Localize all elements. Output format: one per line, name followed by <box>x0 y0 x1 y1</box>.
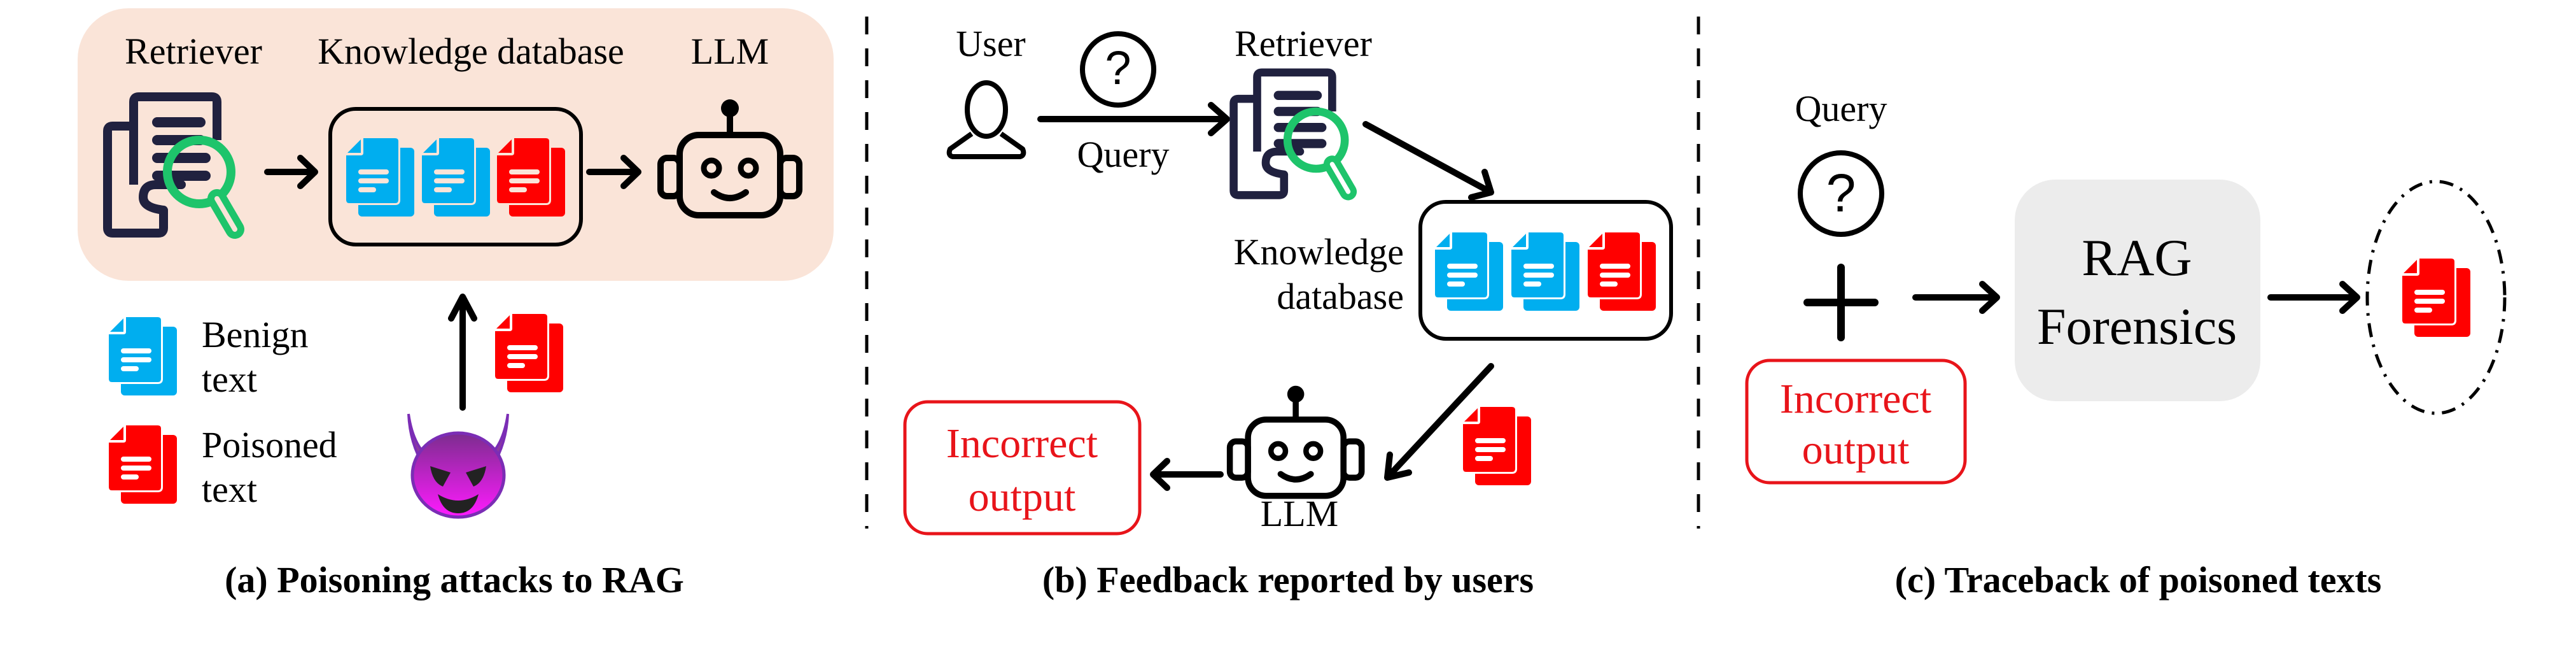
legend-poisoned-label-line1: Poisoned <box>202 424 337 466</box>
arrow-kb-to-llm <box>586 155 641 189</box>
legend-benign-label-line1: Benign <box>202 314 309 355</box>
plus-icon <box>1803 264 1879 341</box>
user-icon <box>946 80 1026 159</box>
retriever-icon-b <box>1229 68 1357 201</box>
traced-poisoned-doc-icon <box>2400 257 2470 337</box>
legend-poisoned-doc-icon <box>107 423 177 504</box>
svg-text:?: ? <box>1826 163 1856 223</box>
caption-b: (b) Feedback reported by users <box>1042 559 1534 601</box>
knowledge-database-box-b <box>1418 200 1673 341</box>
kb-label-line2: database <box>1277 276 1404 317</box>
incorrect-output-line2-b: output <box>969 474 1076 520</box>
arrow-kb-to-llm-b <box>1384 363 1494 481</box>
retrieved-poisoned-doc-icon <box>1461 405 1531 485</box>
injected-poisoned-doc-icon <box>493 312 563 392</box>
rag-forensics-box <box>2015 180 2260 401</box>
query-label-c: Query <box>1795 88 1887 129</box>
user-label: User <box>956 23 1026 64</box>
panel-b: User ? Query Retriever Knowledge databas… <box>903 23 1673 601</box>
poisoned-doc-icon <box>495 136 565 217</box>
svg-text:?: ? <box>1105 41 1131 94</box>
rag-forensics-line2: Forensics <box>2037 297 2237 355</box>
arrow-attacker-injects <box>448 294 477 411</box>
retriever-icon <box>103 92 244 239</box>
query-question-icon: ? <box>1080 31 1156 108</box>
retriever-label-b: Retriever <box>1235 23 1372 64</box>
legend-benign-doc-icon <box>107 315 177 395</box>
arrow-retriever-to-kb <box>264 155 318 189</box>
llm-label: LLM <box>691 31 769 72</box>
llm-robot-icon <box>657 99 802 218</box>
poisoned-doc-icon <box>1586 231 1656 311</box>
legend-benign-label-line2: text <box>202 359 257 400</box>
caption-c: (c) Traceback of poisoned texts <box>1895 559 2382 601</box>
traced-result-ellipse <box>2365 180 2507 415</box>
retriever-label: Retriever <box>125 31 262 72</box>
legend-poisoned-label-line2: text <box>202 469 257 510</box>
query-label: Query <box>1077 134 1170 175</box>
benign-doc-icon <box>420 136 490 217</box>
caption-a: (a) Poisoning attacks to RAG <box>225 559 684 601</box>
incorrect-output-box-c <box>1745 359 1967 485</box>
query-question-icon-c: ? <box>1798 150 1884 237</box>
benign-doc-icon <box>1509 231 1579 311</box>
panel-a: Retriever Knowledge database LLM <box>78 8 834 601</box>
knowledge-database-box <box>328 107 583 246</box>
incorrect-output-box-b <box>903 400 1142 536</box>
arrow-inputs-to-forensics <box>1912 281 2000 314</box>
arrow-user-to-retriever <box>1037 102 1230 136</box>
arrow-forensics-to-result <box>2267 281 2360 314</box>
smiling-devil-icon <box>407 413 509 519</box>
llm-label-b: LLM <box>1261 493 1338 534</box>
panel-c: Query ? Incorrect output RAG Forensics (… <box>1745 88 2507 601</box>
benign-doc-icon <box>1433 231 1503 311</box>
benign-doc-icon <box>344 136 414 217</box>
llm-robot-icon-b <box>1226 385 1365 499</box>
kb-label-line1: Knowledge <box>1234 231 1404 273</box>
rag-forensics-line1: RAG <box>2082 229 2192 287</box>
incorrect-output-line1-c: Incorrect <box>1780 376 1931 422</box>
incorrect-output-line2-c: output <box>1802 427 1910 473</box>
knowledge-database-label: Knowledge database <box>318 31 624 72</box>
incorrect-output-line1-b: Incorrect <box>946 420 1098 467</box>
arrow-llm-to-output <box>1150 458 1224 491</box>
arrow-retriever-to-kb-b <box>1362 121 1494 201</box>
